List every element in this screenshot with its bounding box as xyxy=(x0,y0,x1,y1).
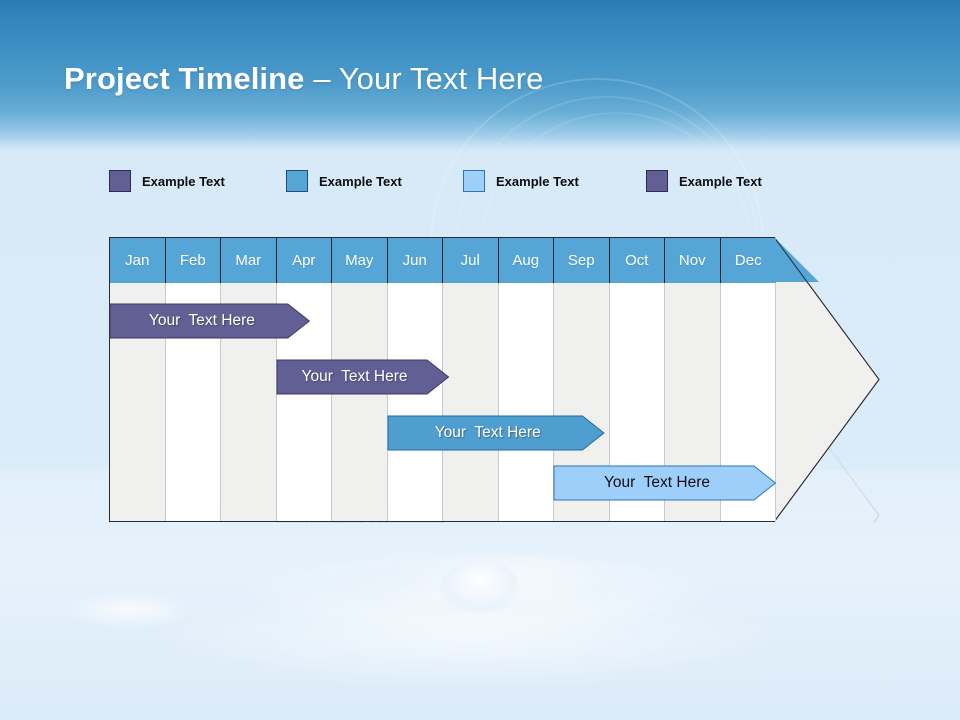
legend-item-label: Example Text xyxy=(142,173,225,189)
timeline-task-bar[interactable]: Your Text Here xyxy=(109,303,311,339)
task-bar-arrow-shape xyxy=(276,359,449,395)
timeline-column xyxy=(443,238,499,521)
legend-swatch-icon xyxy=(286,170,308,192)
legend-item-label: Example Text xyxy=(319,173,402,189)
month-header-cell[interactable]: Apr xyxy=(276,238,332,283)
task-bar-arrow-shape xyxy=(553,465,777,501)
legend-item-label: Example Text xyxy=(496,173,579,189)
task-bar-label: Your Text Here xyxy=(301,368,408,385)
month-header-cell[interactable]: Oct xyxy=(609,238,665,283)
task-bar-label: Your Text Here xyxy=(604,474,710,491)
legend-item[interactable]: Example Text xyxy=(286,168,402,194)
month-header-cell[interactable]: Feb xyxy=(165,238,221,283)
legend-item[interactable]: Example Text xyxy=(463,168,579,194)
timeline-column xyxy=(110,238,166,521)
slide-title: Project Timeline – Your Text Here xyxy=(64,57,543,101)
timeline-task-bar[interactable]: Your Text Here xyxy=(553,465,777,501)
legend: Example Text Example Text Example Text Exam… xyxy=(109,168,849,196)
task-bar-label: Your Text Here xyxy=(434,424,541,441)
timeline-column xyxy=(165,238,221,521)
timeline-task-bar[interactable]: Your Text Here xyxy=(276,359,449,395)
title-bold-part: Project Timeline xyxy=(64,61,305,96)
task-bar-label: Your Text Here xyxy=(148,312,255,329)
month-header-cell[interactable]: Jul xyxy=(443,238,499,283)
water-crown-splash xyxy=(440,560,520,612)
big-arrowhead-shape xyxy=(773,235,880,524)
legend-item-label: Example Text xyxy=(679,173,762,189)
task-bar-arrow-shape xyxy=(109,303,311,339)
timeline-task-bar[interactable]: Your Text Here xyxy=(387,415,605,451)
legend-item[interactable]: Example Text xyxy=(646,168,762,194)
month-header-cell[interactable]: Sep xyxy=(554,238,610,283)
legend-swatch-icon xyxy=(463,170,485,192)
legend-swatch-icon xyxy=(109,170,131,192)
legend-swatch-icon xyxy=(646,170,668,192)
month-header-cell[interactable]: Aug xyxy=(498,238,554,283)
month-header-cell[interactable]: Jun xyxy=(387,238,443,283)
timeline-column xyxy=(498,238,554,521)
task-bar-arrow-shape xyxy=(387,415,605,451)
month-header-cell[interactable]: Dec xyxy=(720,238,776,283)
month-header-cell[interactable]: May xyxy=(332,238,388,283)
timeline-column xyxy=(221,238,277,521)
month-header-cell[interactable]: Nov xyxy=(665,238,721,283)
month-header-cell[interactable]: Mar xyxy=(221,238,277,283)
month-header-cell[interactable]: Jan xyxy=(110,238,166,283)
legend-item[interactable]: Example Text xyxy=(109,168,225,194)
title-regular-part: – Your Text Here xyxy=(304,61,544,96)
timeline-arrowhead xyxy=(773,235,884,524)
